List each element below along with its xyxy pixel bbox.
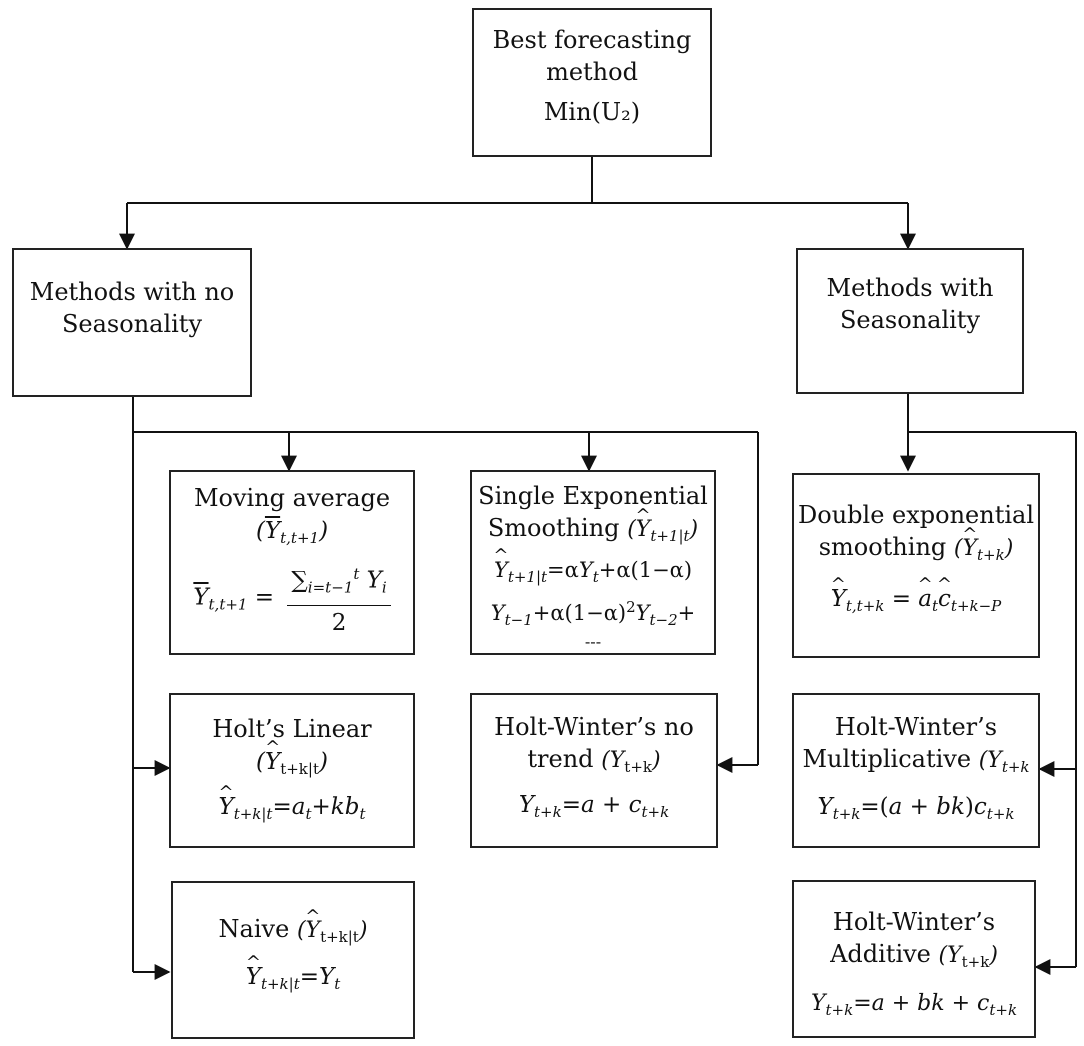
no-seasonality-line1: Methods with no	[29, 278, 235, 306]
hw-no-trend-box: Holt-Winter’s no trend (Yt+k) Yt+k=a + c…	[470, 693, 718, 848]
moving-average-notation: (Yt,t+1)	[255, 518, 329, 547]
hw-no-trend-formula: Yt+k=a + ct+k	[518, 792, 670, 821]
single-exponential-box: Single Exponential Smoothing (Yt+1|t) Yt…	[470, 470, 716, 655]
double-exponential-title2: smoothing	[818, 533, 947, 561]
hw-multiplicative-box: Holt-Winter’s Multiplicative (Yt+k Yt+k=…	[792, 693, 1040, 848]
hw-no-trend-title1: Holt-Winter’s no	[494, 713, 694, 741]
holts-linear-formula: Yt+k|t=at+kbt	[219, 790, 366, 831]
double-exponential-box: Double exponential smoothing (Yt+k) Yt,t…	[792, 473, 1040, 658]
moving-average-denominator: 2	[331, 609, 347, 636]
hw-additive-title1: Holt-Winter’s	[832, 908, 996, 936]
root-criterion: Min(U₂)	[543, 98, 641, 126]
moving-average-formula: Yt,t+1 = ∑i=t−1t Yi 2	[193, 557, 391, 640]
hw-multiplicative-formula: Yt+k=(a + bk)ct+k	[817, 794, 1015, 823]
hw-additive-box: Holt-Winter’s Additive (Yt+k) Yt+k=a + b…	[792, 880, 1036, 1038]
seasonality-line1: Methods with	[826, 274, 994, 302]
double-exponential-title1: Double exponential	[798, 501, 1034, 529]
hw-multiplicative-title2: Multiplicative	[802, 745, 972, 773]
hw-multiplicative-title1: Holt-Winter’s	[834, 713, 998, 741]
root-title-line1: Best forecasting	[492, 26, 692, 54]
single-exponential-title2: Smoothing	[487, 514, 620, 542]
sum-lower-index: i=t−1	[307, 578, 354, 597]
moving-average-title: Moving average	[193, 484, 391, 512]
seasonality-line2: Seasonality	[839, 306, 981, 334]
no-seasonality-line2: Seasonality	[61, 310, 203, 338]
holts-linear-box: Holt’s Linear (Yt+k|t) Yt+k|t=at+kbt	[169, 693, 415, 848]
double-exponential-formula: Yt,t+k = atct+k−P	[831, 582, 1002, 623]
hw-additive-formula: Yt+k=a + bk + ct+k	[810, 991, 1018, 1019]
naive-title: Naive	[218, 915, 290, 943]
naive-formula: Yt+k|t=Yt	[246, 960, 340, 1001]
single-exponential-formula-line1: Yt+1|t=αYt+α(1−α)	[494, 555, 692, 592]
root-title-line2: method	[546, 58, 638, 86]
moving-average-box: Moving average (Yt,t+1) Yt,t+1 = ∑i=t−1t…	[169, 470, 415, 655]
single-exponential-continuation: ---	[584, 632, 602, 651]
root-box: Best forecasting method Min(U₂)	[472, 8, 712, 157]
no-seasonality-box: Methods with no Seasonality	[12, 248, 252, 397]
hw-no-trend-title2: trend	[527, 745, 594, 773]
naive-box: Naive (Yt+k|t) Yt+k|t=Yt	[171, 881, 415, 1039]
hw-additive-title2: Additive	[830, 940, 931, 968]
holts-linear-title: Holt’s Linear	[212, 715, 372, 743]
seasonality-box: Methods with Seasonality	[796, 248, 1024, 394]
single-exponential-title1: Single Exponential	[478, 482, 708, 510]
holts-linear-notation: (Yt+k|t)	[256, 745, 328, 786]
sum-upper-index: t	[353, 565, 360, 583]
single-exponential-formula-line2: Yt−1+α(1−α)2Yt−2+	[490, 598, 696, 629]
